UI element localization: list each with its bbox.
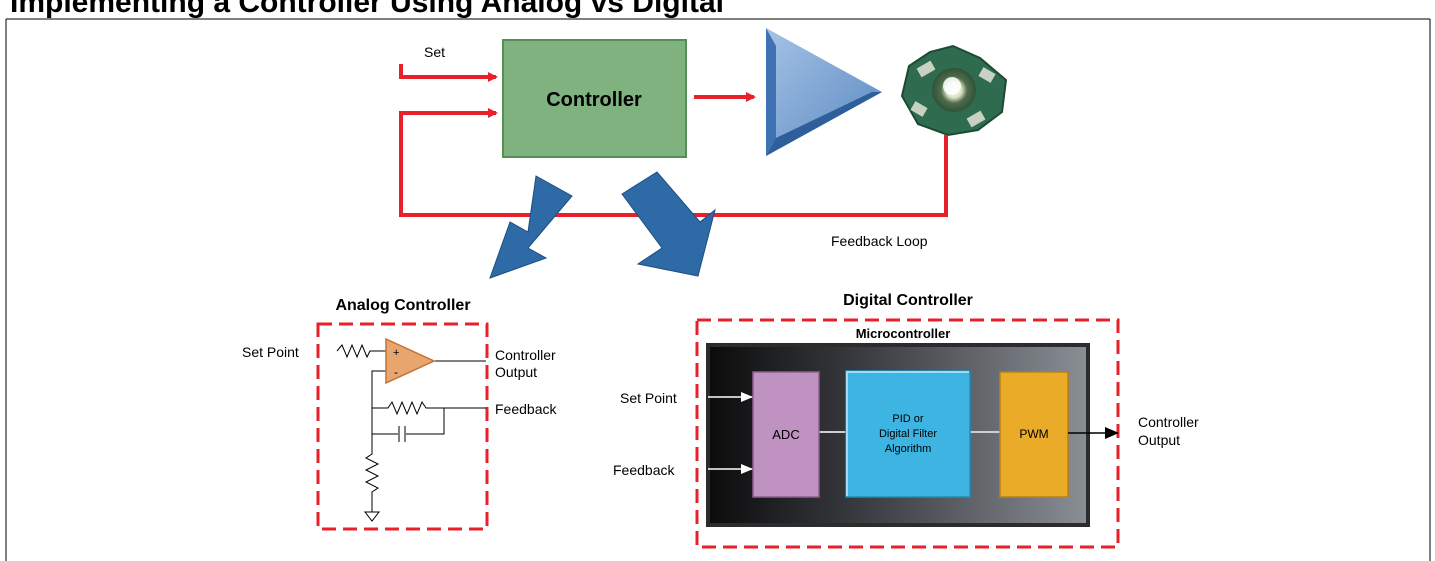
set-arrow [399, 64, 498, 82]
analog-feedback-label: Feedback [495, 401, 557, 417]
set-label: Set [424, 44, 445, 60]
pid-label-line1: PID or [892, 413, 924, 425]
digital-output-label-line2: Output [1138, 432, 1180, 448]
opamp-symbol [385, 337, 436, 385]
analog-controller-title: Analog Controller [335, 297, 470, 314]
pid-label-line3: Algorithm [885, 443, 931, 455]
microcontroller-label: Microcontroller [856, 326, 951, 341]
feedback-loop-path [399, 108, 948, 217]
led-board-image [900, 44, 1008, 137]
adc-label: ADC [772, 427, 799, 442]
analog-output-label-line1: Controller [495, 347, 556, 363]
analog-set-point-label: Set Point [242, 344, 299, 360]
analog-output-label-line2: Output [495, 364, 537, 380]
page-title: Implementing a Controller Using Analog v… [10, 0, 724, 19]
digital-feedback-label: Feedback [613, 462, 675, 478]
amplifier-triangle [766, 28, 882, 156]
digital-output-label-line1: Controller [1138, 414, 1199, 430]
controller-label: Controller [546, 89, 642, 111]
analog-implementation-arrow [489, 175, 573, 279]
pid-block-highlight [846, 371, 969, 496]
opamp-plus-label: + [393, 347, 399, 359]
analog-schematic [336, 343, 486, 522]
analog-controller-box [316, 322, 489, 531]
adc-block [752, 371, 820, 498]
controller-block [502, 39, 687, 158]
feedback-loop-label: Feedback Loop [831, 233, 928, 249]
opamp-minus-label: - [394, 365, 398, 379]
digital-controller-title: Digital Controller [843, 292, 973, 309]
digital-set-point-label: Set Point [620, 390, 677, 406]
digital-implementation-arrow [621, 171, 716, 277]
pid-label-line2: Digital Filter [879, 428, 937, 440]
pwm-label: PWM [1019, 427, 1048, 441]
pwm-block [999, 371, 1069, 498]
